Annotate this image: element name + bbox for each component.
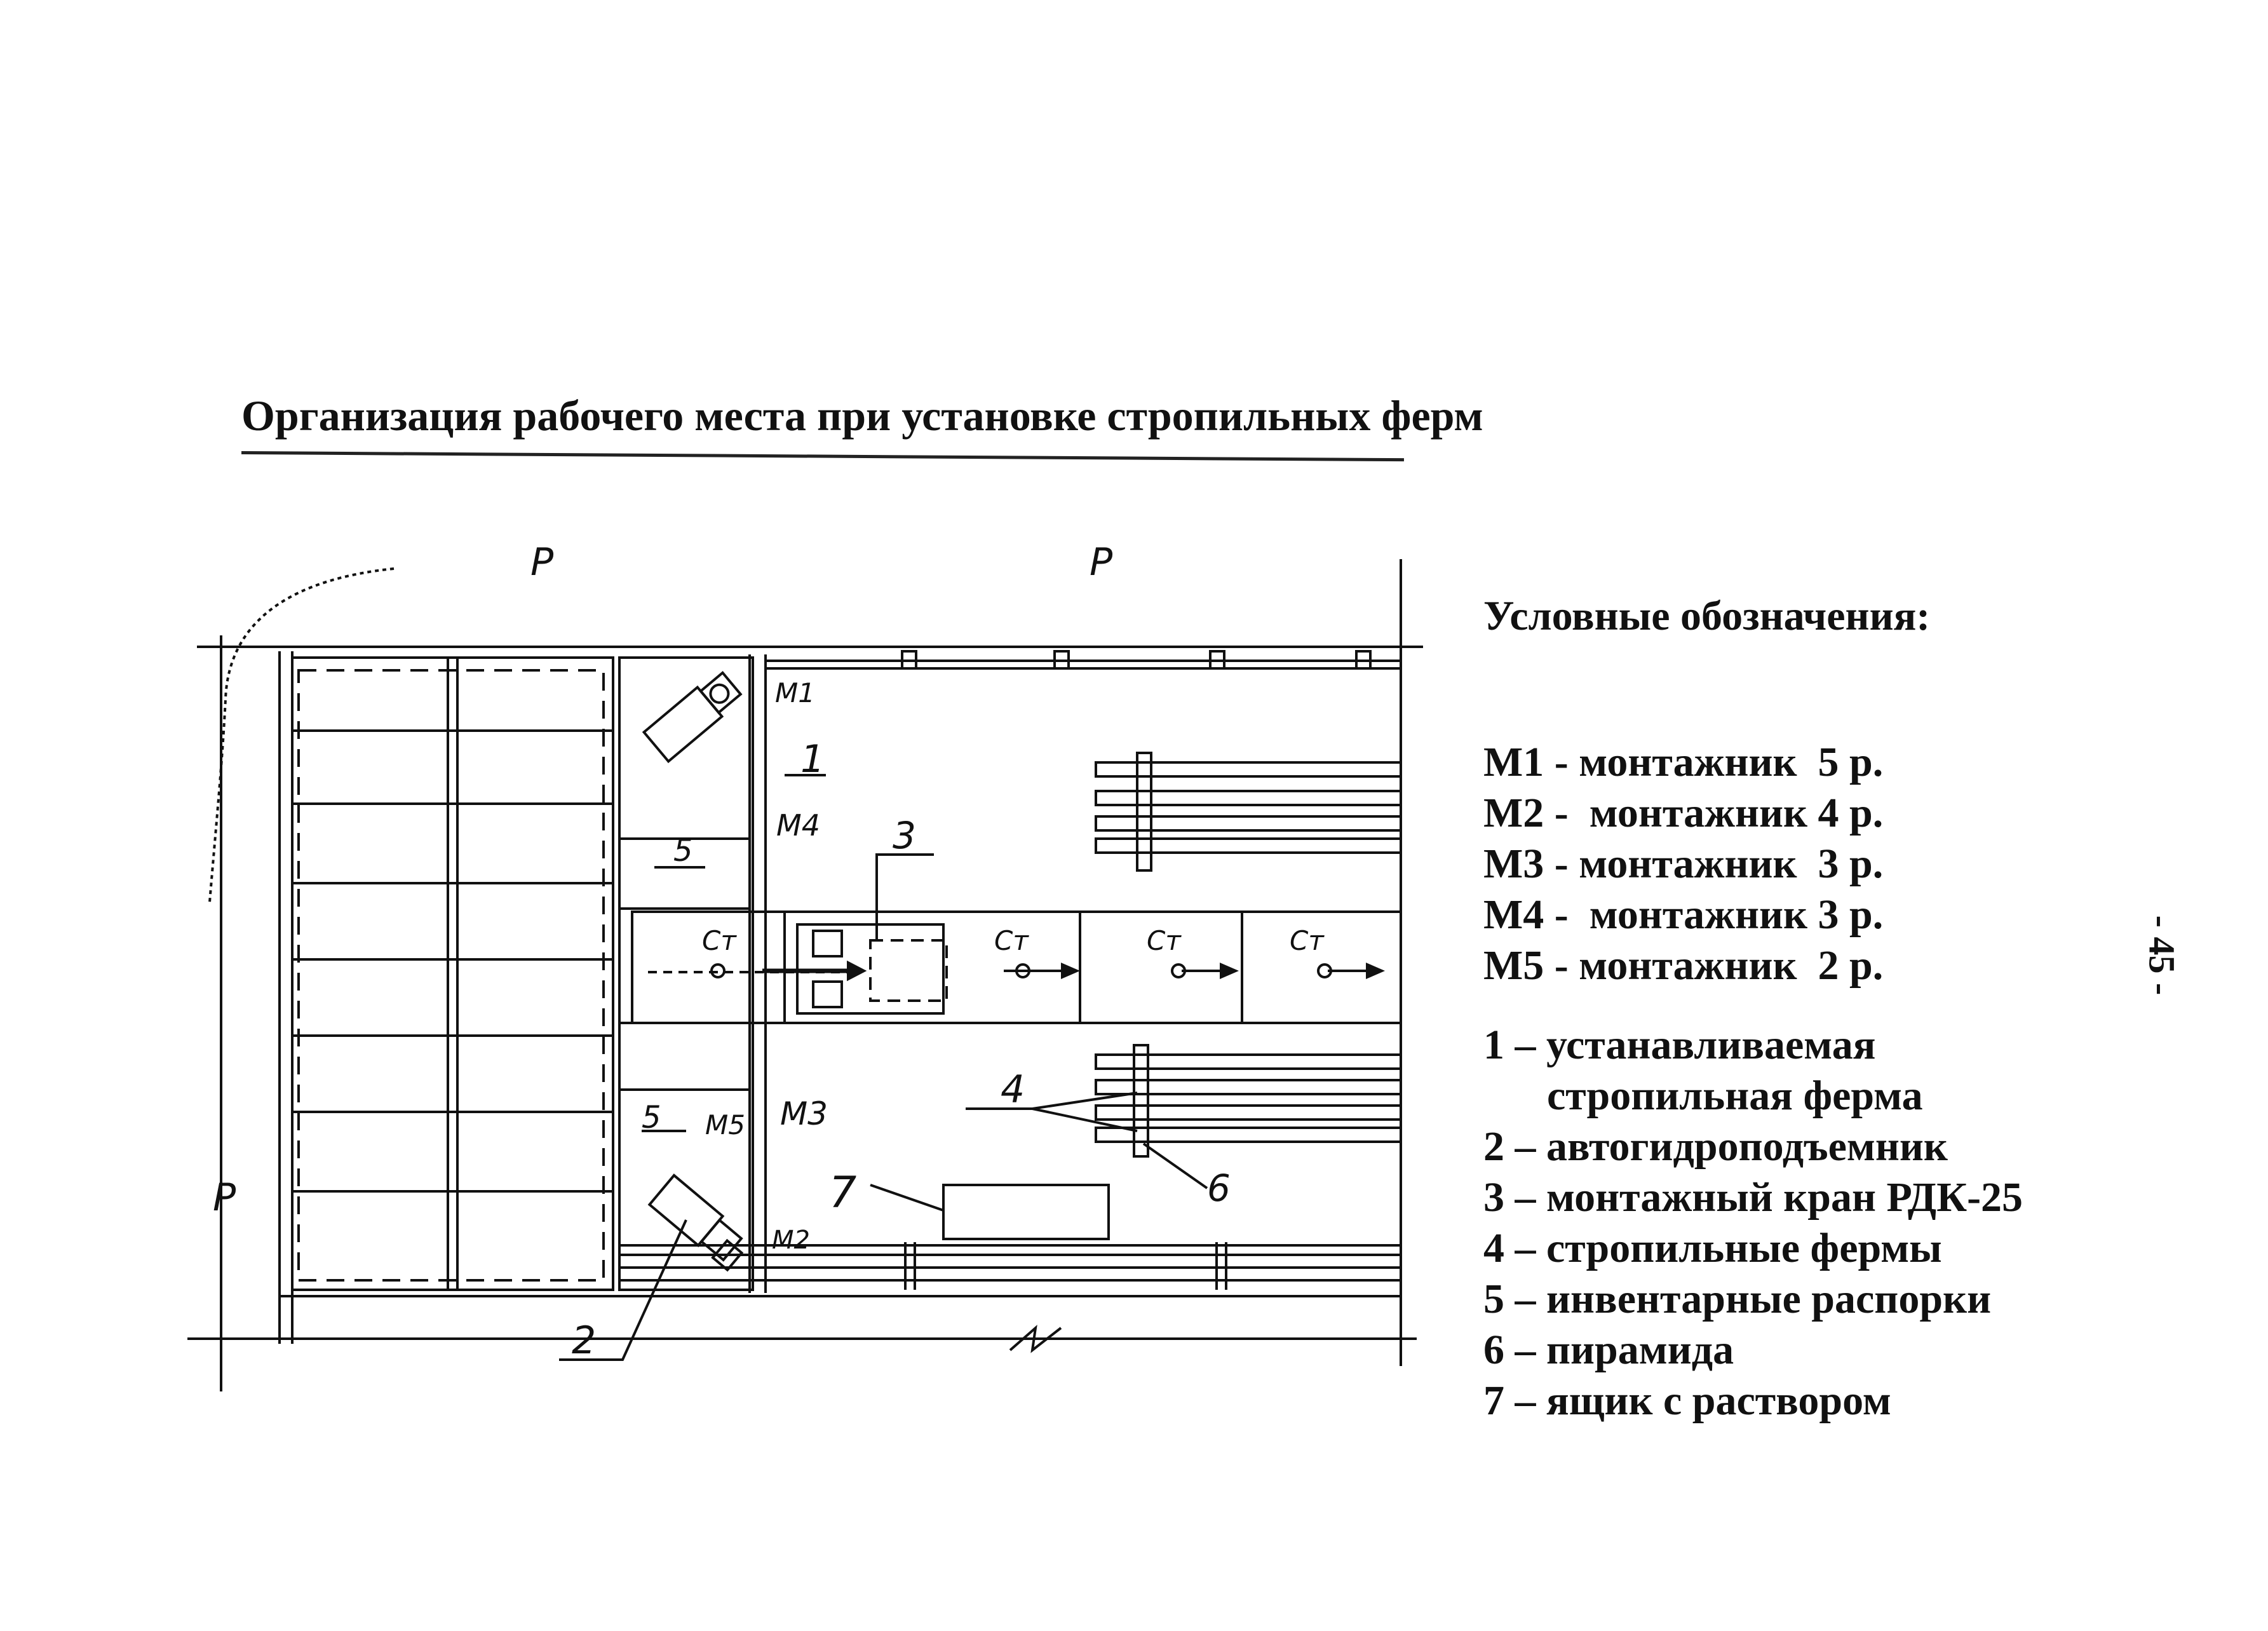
legend-item-3: 3 – монтажный кран РДК-25 bbox=[1483, 1174, 2023, 1221]
legend-worker-m5: М5 - монтажник 2 р. bbox=[1483, 942, 1884, 989]
label-m4: М4 bbox=[776, 808, 820, 843]
legend-heading: Условные обозначения: bbox=[1483, 593, 1931, 639]
legend-worker-m3: М3 - монтажник 3 р. bbox=[1483, 841, 1884, 887]
column-strip bbox=[618, 656, 754, 1291]
aerial-lift-top bbox=[642, 671, 743, 764]
legend-item-2: 2 – автогидроподъемник bbox=[1483, 1123, 1948, 1170]
legend-item-6: 6 – пирамида bbox=[1483, 1327, 1734, 1373]
aerial-lift-bottom bbox=[647, 1174, 744, 1272]
leader-6 bbox=[1142, 1142, 1208, 1189]
callout-5b: 5 bbox=[642, 1100, 661, 1135]
label-m5: М5 bbox=[705, 1109, 745, 1140]
label-p-top-left: P bbox=[530, 540, 554, 585]
legend-item-4: 4 – стропильные фермы bbox=[1483, 1225, 1942, 1271]
legend-item-1-cont: стропильная ферма bbox=[1547, 1073, 1923, 1119]
label-m2: М2 bbox=[772, 1226, 810, 1255]
legend-item-1: 1 – устанавливаемая bbox=[1483, 1022, 1876, 1068]
legend-worker-m4: М4 - монтажник 3 р. bbox=[1483, 891, 1884, 938]
legend-item-7: 7 – ящик с раствором bbox=[1483, 1377, 1891, 1424]
page-number: - 45 - bbox=[2141, 915, 2183, 996]
label-p-top-right: P bbox=[1090, 540, 1113, 585]
callout-1: 1 bbox=[800, 737, 825, 782]
truss-stack-lower bbox=[1095, 1044, 1402, 1158]
ct-label-4: Ст bbox=[1290, 925, 1325, 956]
crane-movement-arrows bbox=[648, 960, 1386, 982]
truss-stack-upper bbox=[1095, 752, 1402, 872]
label-m1: М1 bbox=[775, 677, 815, 708]
panel-stack-area bbox=[291, 656, 614, 1291]
legend-worker-m1: М1 - монтажник 5 р. bbox=[1483, 739, 1884, 785]
label-m3: М3 bbox=[780, 1095, 828, 1132]
leader-3 bbox=[875, 853, 934, 940]
legend: Условные обозначения: М1 - монтажник 5 р… bbox=[1483, 591, 2023, 1426]
callout-6: 6 bbox=[1207, 1167, 1231, 1210]
ct-label-1: Ст bbox=[702, 925, 737, 956]
callout-5a: 5 bbox=[673, 833, 693, 869]
ct-label-3: Ст bbox=[1147, 925, 1182, 956]
mortar-box bbox=[942, 1184, 1110, 1240]
callout-7: 7 bbox=[829, 1168, 856, 1218]
label-p-left: P bbox=[213, 1175, 236, 1220]
callout-2: 2 bbox=[572, 1318, 596, 1363]
leader-2 bbox=[559, 1219, 687, 1361]
callout-3: 3 bbox=[893, 814, 916, 857]
legend-worker-m2: М2 - монтажник 4 р. bbox=[1483, 790, 1884, 836]
callout-4: 4 bbox=[1001, 1067, 1025, 1112]
break-mark bbox=[1009, 1324, 1062, 1353]
crane-radius-arc bbox=[208, 567, 395, 903]
legend-item-5: 5 – инвентарные распорки bbox=[1483, 1276, 1992, 1322]
page-title: Организация рабочего места при установке… bbox=[241, 391, 1483, 440]
crane-path-lane bbox=[631, 910, 1402, 1024]
leader-7 bbox=[870, 1184, 944, 1212]
ct-label-2: Ст bbox=[994, 925, 1029, 956]
